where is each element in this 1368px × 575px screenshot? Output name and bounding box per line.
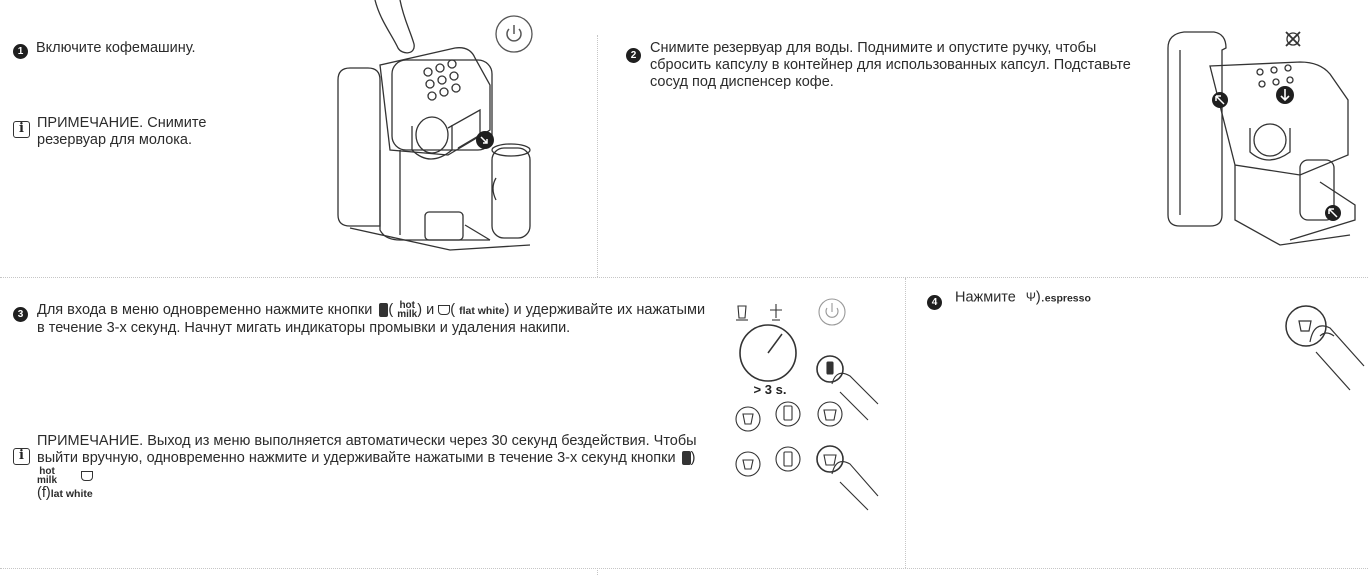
info-icon: i [13,448,30,465]
step-1-text: Включите кофемашину. [36,40,196,56]
flat-white-label: flat white [459,304,505,317]
step-3-note-part2: (f) [37,485,51,501]
espresso-icon: Ψ [1025,290,1036,304]
column-divider-footer [597,568,598,575]
step-2-number: 2 [626,48,641,63]
step-3-text-part2: и [426,301,435,318]
step-3-number: 3 [13,307,28,322]
flat-white-icon [81,471,94,481]
column-divider-top [597,35,598,277]
step-3-note: ПРИМЕЧАНИЕ. Выход из меню выполняется ав… [37,433,697,501]
step-3-text-part3: и удерживайте их нажатыми в течение 3-х … [37,301,706,336]
column-divider-bottom [905,278,906,568]
power-icon [495,15,533,53]
step-4-label: Нажмите [955,289,1016,306]
milk-label: milk [397,309,418,320]
section-divider-top [0,277,1368,278]
timer-label: > 3 s. [754,382,787,397]
coffee-machine-illustration [337,0,531,251]
control-panel-illustration: > 3 s. [735,298,879,511]
step-4-text: Нажмите Ψ).espresso [955,289,1091,306]
step-1-note: ПРИМЕЧАНИЕ. Снимите резервуар для молока… [37,115,207,148]
step-2-text: Снимите резервуар для воды. Поднимите и … [650,40,1131,90]
milk-label: milk [37,475,58,486]
espresso-button-illustration [1285,305,1365,391]
section-divider-bottom [0,568,1368,569]
step-3-text-part1: Для входа в меню одновременно нажмите кн… [37,301,373,318]
hot-label: hot [399,300,415,311]
step-3-text: Для входа в меню одновременно нажмите кн… [37,300,706,336]
water-tank-illustration [1167,31,1356,246]
flat-white-icon [438,305,451,315]
step-4-number: 4 [927,295,942,310]
hot-label: hot [39,466,55,477]
step-3-note-flat: lat white [50,488,93,500]
hot-milk-icon [681,451,691,466]
step-1-number: 1 [13,44,28,59]
info-icon: i [13,121,30,138]
step-3-note-part1: ПРИМЕЧАНИЕ. Выход из меню выполняется ав… [37,433,697,466]
espresso-label: espresso [1044,292,1091,305]
hot-milk-icon [379,303,389,317]
